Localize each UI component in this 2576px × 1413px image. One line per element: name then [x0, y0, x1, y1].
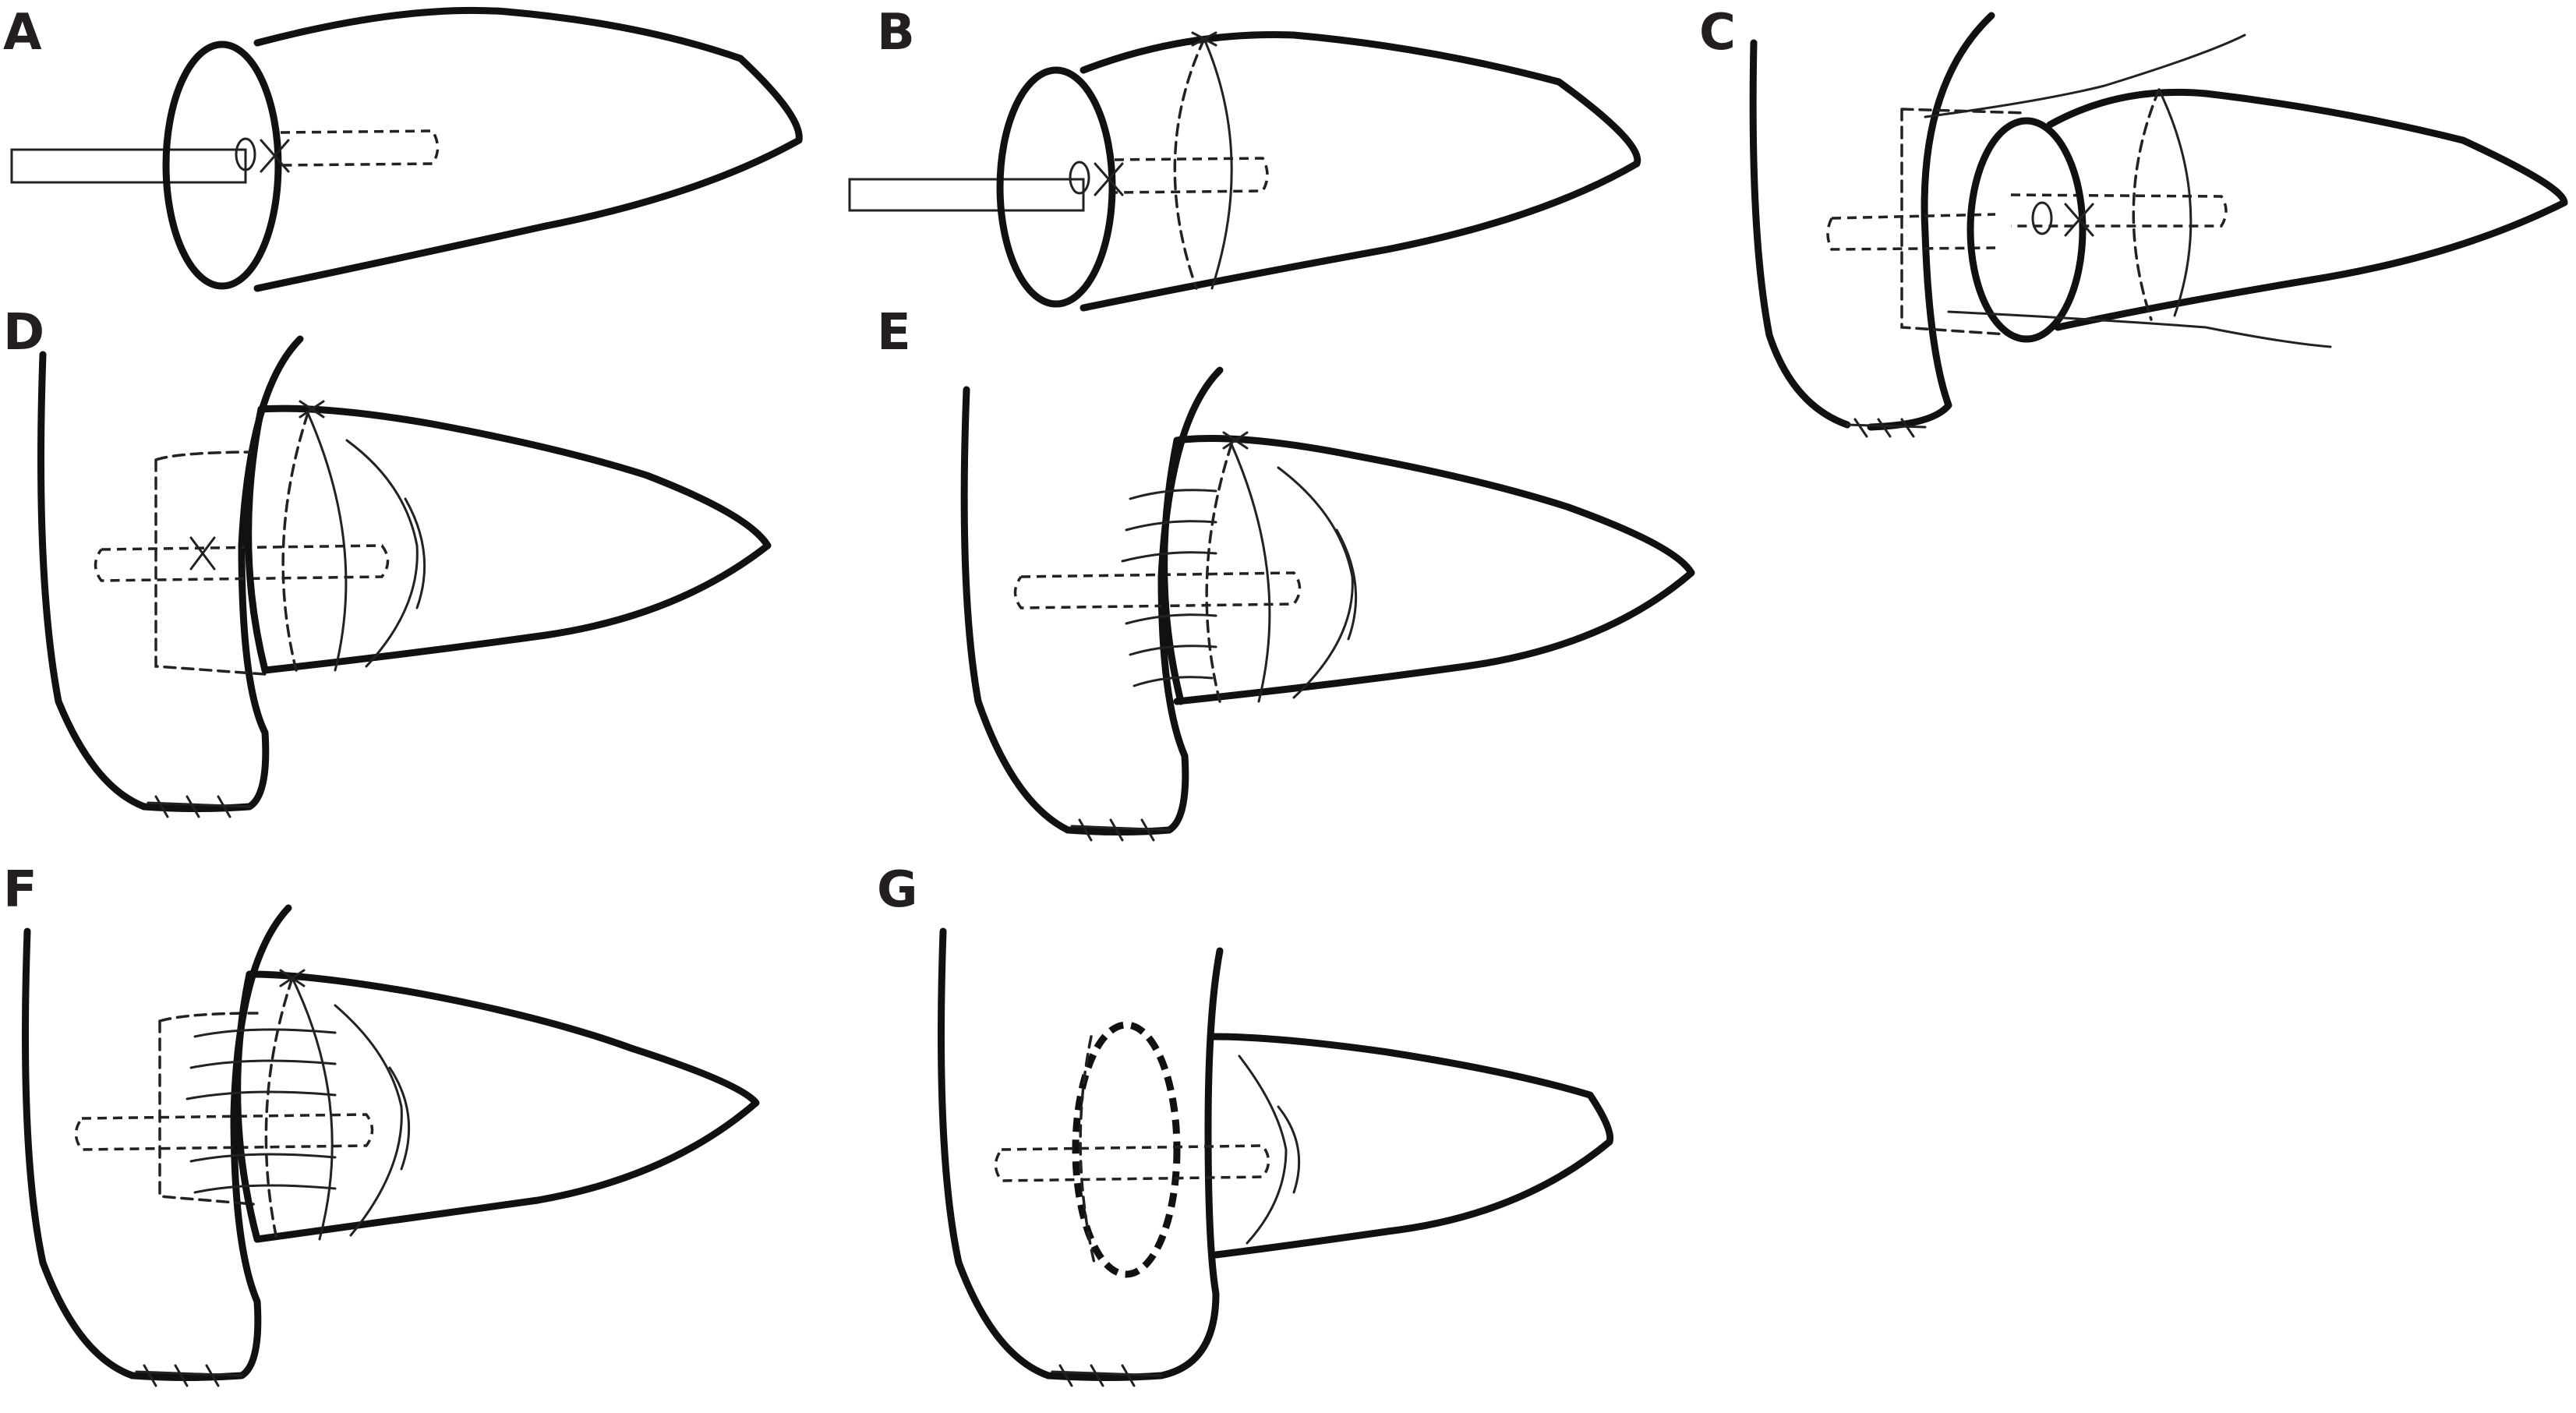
panel-d-anastomosis-line — [245, 405, 269, 674]
panel-a-lumen — [235, 137, 256, 171]
panel-c-dashed-ring — [2132, 88, 2161, 321]
panel-d-dashed-pouch — [154, 450, 267, 676]
panel-e-dashed-ring — [1205, 443, 1233, 703]
panel-a-drawing — [10, 6, 803, 292]
panel-g-bowel-closure — [1051, 1364, 1163, 1387]
panel-c-drawing — [1749, 12, 2568, 438]
panel-d-suture — [189, 536, 216, 570]
panel-f-tube — [74, 1113, 374, 1151]
panel-label-c: C — [1699, 4, 1736, 62]
panel-b-drawing — [848, 31, 1641, 312]
panel-a-tube-inner — [280, 129, 440, 167]
panel-c-ring-edge — [2157, 88, 2193, 317]
panel-g-purse-string — [1238, 1054, 1301, 1245]
panel-label-e: E — [877, 304, 911, 362]
panel-c-tube-inner — [2010, 193, 2228, 228]
panel-b-stitch — [1191, 31, 1217, 47]
panel-g-dashed-ring — [1079, 1035, 1097, 1268]
panel-f-ring-edge — [291, 977, 334, 1241]
panel-f-bowel-closure — [135, 1364, 243, 1387]
panel-c-bowel-closure — [1846, 418, 1927, 438]
panel-e-seromuscular-sutures — [1121, 489, 1217, 687]
panel-a-suture — [260, 139, 290, 173]
panel-e-bowel-left — [960, 386, 1072, 834]
panel-e-purse-string — [1277, 466, 1358, 699]
panel-c-bowel-right — [1867, 12, 1995, 431]
panel-g-drawing — [938, 927, 1614, 1387]
panel-label-a: A — [3, 4, 42, 62]
panel-f-organ-body — [246, 970, 760, 1243]
panel-c-organ-body — [2046, 88, 2568, 331]
panel-f-anastomosis-line — [234, 970, 261, 1243]
panel-a-organ-body — [253, 6, 803, 292]
panel-c-lumen — [2031, 201, 2053, 235]
panel-d-drawing — [37, 335, 772, 818]
panel-g-tube — [994, 1144, 1270, 1182]
panel-b-tube — [848, 178, 1085, 212]
panel-label-g: G — [877, 861, 918, 919]
panel-f-stitch — [279, 969, 306, 987]
panel-a-tube — [10, 148, 247, 184]
panel-e-bowel-closure — [1070, 818, 1171, 842]
panel-b-suture — [1094, 162, 1124, 196]
panel-c-dashed-pouch — [1900, 108, 2028, 337]
panel-d-organ-body — [257, 404, 772, 674]
panel-e-drawing — [960, 366, 1695, 842]
panel-c-thread-top — [1924, 34, 2246, 118]
panel-e-anastomosis-line — [1161, 436, 1185, 705]
panel-a-stump-face — [162, 41, 282, 290]
panel-d-bowel-left — [37, 351, 148, 811]
panel-f-drawing — [22, 904, 760, 1387]
panel-b-stump-face — [996, 66, 1116, 308]
panel-b-tube-inner — [1114, 157, 1269, 194]
panel-d-bowel-closure — [147, 795, 251, 818]
panel-b-organ-body — [1080, 31, 1641, 312]
panel-b-ring-edge — [1203, 37, 1233, 290]
panel-e-tube — [1013, 571, 1302, 609]
panel-label-d: D — [3, 304, 45, 362]
panel-f-tied-sutures — [186, 1028, 337, 1194]
panel-d-stitch — [299, 400, 325, 419]
panel-f-dashed-ring — [264, 977, 294, 1241]
panel-d-ring-edge — [306, 412, 348, 672]
panel-f-purse-string — [334, 1004, 411, 1237]
panel-c-thread-bottom — [1947, 310, 2332, 348]
panel-c-stump-face — [1966, 117, 2087, 343]
panel-e-ring-edge — [1230, 443, 1271, 703]
panel-f-bowel-left — [22, 927, 136, 1379]
panel-c-tube-outer — [1826, 213, 1996, 251]
panel-e-stitch — [1222, 431, 1249, 450]
panel-b-dashed-ring — [1173, 37, 1206, 290]
panel-c-bowel-left — [1749, 39, 1851, 429]
panel-g-invaginated-stump — [1072, 1021, 1181, 1278]
panel-c-suture — [2064, 203, 2094, 237]
panel-label-b: B — [877, 4, 915, 62]
panel-g-bowel-left — [938, 927, 1052, 1379]
panel-g-bowel-right — [1044, 947, 1224, 1381]
panel-b-lumen — [1069, 161, 1090, 195]
panel-d-tube — [94, 544, 390, 582]
panel-e-organ-body — [1173, 435, 1695, 705]
panel-d-dashed-ring — [281, 412, 309, 672]
panel-d-purse-string — [345, 439, 426, 668]
panel-g-organ-body — [1208, 1033, 1614, 1259]
panel-label-f: F — [3, 861, 37, 919]
